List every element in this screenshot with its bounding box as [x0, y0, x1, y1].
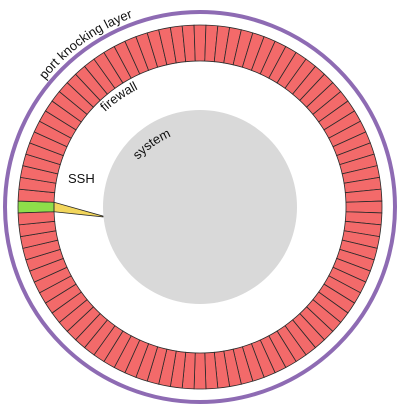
- firewall-segment: [193, 352, 207, 390]
- ssh-label: SSH: [68, 171, 95, 186]
- firewall-segments: [17, 24, 383, 390]
- system-circle: [103, 110, 297, 304]
- firewall-segment: [193, 24, 207, 62]
- ssh-channel: [53, 201, 104, 218]
- open-port-segment: [17, 200, 55, 214]
- firewall-segment: [345, 200, 383, 214]
- port-knocking-ring: [3, 10, 397, 404]
